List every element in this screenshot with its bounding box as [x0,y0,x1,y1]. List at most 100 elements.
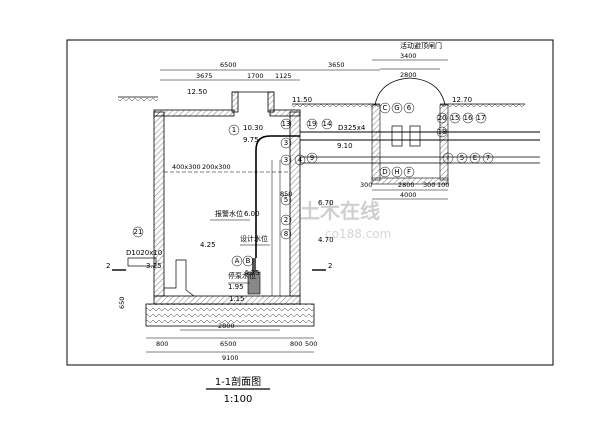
label-opening1: 400x300 [172,163,201,171]
svg-text:2: 2 [284,216,288,224]
svg-text:B: B [246,257,251,265]
level-ground-left: 12.50 [187,88,207,96]
bubble-7: 7 [482,152,494,164]
dim-base-inner: 2800 [218,322,235,330]
bubble-21: 21 [132,226,144,238]
dim-d4: 500 [305,340,317,348]
dim-right: 1125 [275,72,292,80]
level-bottom: 1.15 [229,295,245,303]
svg-text:F: F [407,168,411,176]
level-l1: 10.30 [243,124,263,132]
svg-text:I: I [447,154,449,162]
svg-text:5: 5 [284,196,288,204]
level-l2: 9.75 [243,136,259,144]
svg-text:E: E [473,154,477,162]
svg-text:18: 18 [438,128,447,136]
dim-total: 9100 [222,354,239,362]
drawing-scale: 1:100 [224,394,253,405]
svg-text:3: 3 [284,139,288,147]
dim-d3: 800 [290,340,302,348]
svg-text:3: 3 [284,156,288,164]
bubble-16: 16 [462,112,474,124]
drawing-title: 1-1剖面图 [215,375,261,388]
level-low: 1.95 [228,283,244,291]
bubble-14: 14 [321,118,333,130]
svg-text:H: H [394,168,399,176]
bubble-B: B [242,255,254,267]
svg-text:5: 5 [460,154,464,162]
dim-d1: 800 [156,340,168,348]
bubble-9: 9 [306,152,318,164]
svg-text:8: 8 [284,230,288,238]
bubble-2: 2 [280,214,292,226]
bubble-1: 1 [228,124,240,136]
svg-text:D: D [382,168,387,176]
dim-sub-300-l: 300 [360,181,372,189]
level-low-label: 停泵水位 [228,271,256,280]
dim-pipe-run: 3650 [328,61,345,69]
level-design: 4.25 [244,269,260,277]
bubble-4: 4 [294,154,306,166]
section-mark-left: 2 [106,262,110,270]
svg-text:19: 19 [308,120,317,128]
bubble-5: 5 [280,194,292,206]
bubble-3b: 3 [280,154,292,166]
valve-chamber [371,77,449,185]
bubble-15: 15 [449,112,461,124]
bubble-C: C [379,102,391,114]
dim-850: 850 [280,190,292,198]
dim-sub-300-r: 300 [423,181,435,189]
water-levels [210,219,270,284]
bubble-H: H [391,166,403,178]
dim-sub-2800: 2800 [398,181,415,189]
svg-text:1: 1 [232,126,236,134]
bubble-8: 8 [280,228,292,240]
label-chamber: 活动避顶闸门 [400,41,442,50]
dim-sub-100: 100 [437,181,449,189]
bubble-I: I [442,152,454,164]
label-inlet-pipe: D1020x10 [126,249,162,257]
dim-chamber-outer: 3400 [400,52,417,60]
level-alarm: 6.00 [244,210,260,218]
bubble-13: 13 [280,118,292,130]
bubble-A: A [231,255,243,267]
watermark-url: co188.com [325,227,391,241]
bubble-20: 20 [436,112,448,124]
level-ground-right: 11.50 [292,96,312,104]
bubble-18: 18 [436,126,448,138]
well-structure [127,91,315,327]
bubble-6: 6 [403,102,415,114]
bubble-G: G [391,102,403,114]
svg-text:17: 17 [477,114,486,122]
dim-d2: 6500 [220,340,237,348]
bubble-3a: 3 [280,137,292,149]
section-mark-right: 2 [328,262,332,270]
bubble-19: 19 [306,118,318,130]
level-425: 4.25 [200,241,216,249]
dim-overall: 6500 [220,61,237,69]
dim-middle: 1700 [247,72,264,80]
ground-right [292,103,525,108]
svg-text:9: 9 [310,154,314,162]
svg-text:16: 16 [464,114,473,122]
svg-text:6: 6 [407,104,412,112]
svg-text:20: 20 [438,114,447,122]
svg-text:4: 4 [298,156,303,164]
drawing-frame [66,39,554,366]
dim-sub-4000: 4000 [400,191,417,199]
watermark-text: 土木在线 [300,199,380,223]
svg-text:C: C [383,104,388,112]
level-l3: 9.10 [337,142,353,150]
level-right1: 6.70 [318,199,334,207]
level-top-right: 12.70 [452,96,472,104]
level-design-label: 设计水位 [240,234,268,243]
svg-text:21: 21 [134,228,143,236]
svg-text:7: 7 [486,154,490,162]
level-right2: 4.70 [318,236,334,244]
ground-left [118,96,158,101]
level-inlet: 3.25 [146,262,162,270]
svg-text:A: A [235,257,240,265]
bubble-D: D [379,166,391,178]
label-pipe-size: D325x4 [338,124,366,132]
